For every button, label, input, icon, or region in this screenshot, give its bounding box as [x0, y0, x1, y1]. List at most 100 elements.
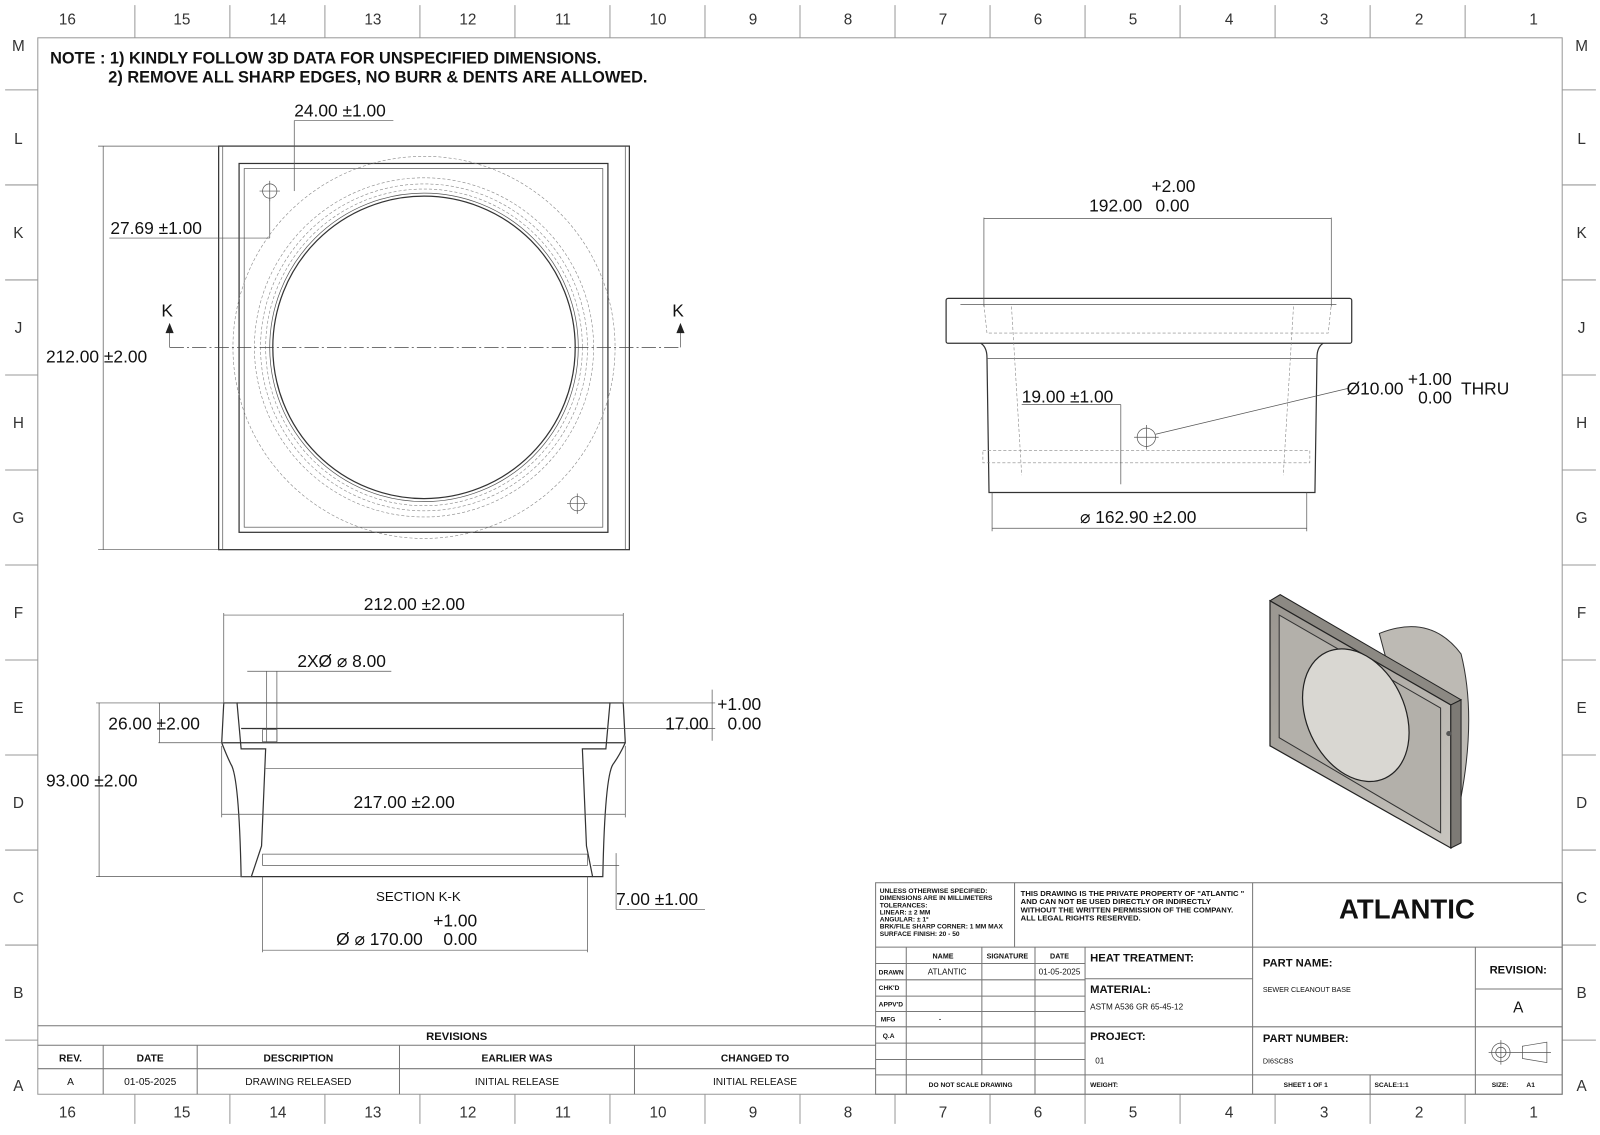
zone-label: L: [1577, 131, 1586, 148]
sign-role: APPV'D: [879, 1001, 904, 1008]
hole-callout-suffix: THRU: [1461, 378, 1509, 398]
rev-cell: A: [67, 1077, 74, 1088]
drawn-by-name: ATLANTIC: [928, 968, 967, 977]
dim-bore-tol-upper: +1.00: [433, 911, 477, 931]
weight-label: WEIGHT:: [1090, 1082, 1118, 1089]
zone-label: E: [13, 700, 23, 717]
rev-cell: 01-05-2025: [124, 1077, 177, 1088]
zone-label: 14: [269, 12, 287, 29]
zone-label: 14: [269, 1105, 287, 1122]
rev-cell: INITIAL RELEASE: [713, 1077, 797, 1088]
revisions-table: REVISIONS REV. DATE DESCRIPTION EARLIER …: [37, 1025, 876, 1095]
rev-header-rev: REV.: [59, 1054, 82, 1065]
title-block: UNLESS OTHERWISE SPECIFIED: DIMENSIONS A…: [875, 882, 1563, 1095]
tolerance-line: UNLESS OTHERWISE SPECIFIED:: [880, 888, 988, 895]
zone-label: E: [1576, 700, 1586, 717]
drawn-date: 01-05-2025: [1039, 968, 1081, 977]
zone-label: F: [14, 605, 23, 622]
rev-cell: DRAWING RELEASED: [245, 1077, 351, 1088]
sign-header-signature: SIGNATURE: [987, 952, 1029, 960]
zone-label: 16: [59, 12, 76, 29]
dim-recess-tol-lower: 0.00: [727, 713, 761, 733]
dim-top-width: 192.00: [1089, 195, 1142, 215]
dim-section-width: 212.00 ±2.00: [364, 594, 465, 614]
isometric-view: [1268, 594, 1470, 850]
zone-label: H: [1576, 415, 1587, 432]
dim-bore: Ø ⌀ 170.00: [336, 929, 423, 949]
material-value: ASTM A536 GR 65-45-12: [1090, 1002, 1183, 1011]
zone-label: 12: [459, 12, 476, 29]
zone-label: 8: [844, 1105, 853, 1122]
zone-label: 8: [844, 12, 853, 29]
zone-columns-bottom: 16 15 14 13 12 11 10 9 8 7 6 5 4 3 2 1: [59, 1105, 1538, 1122]
notice-line: AND CAN NOT BE USED DIRECTLY OR INDIRECT…: [1021, 897, 1211, 906]
company-logo: ATLANTIC: [1339, 894, 1475, 925]
hole-callout: Ø10.00: [1347, 378, 1404, 398]
zone-label: H: [13, 415, 24, 432]
notice-line: ALL LEGAL RIGHTS RESERVED.: [1021, 914, 1141, 923]
sign-role: DRAWN: [879, 970, 904, 977]
zone-label: G: [12, 510, 24, 527]
zone-label: K: [13, 225, 24, 242]
table-row: A 01-05-2025 DRAWING RELEASED INITIAL RE…: [67, 1077, 797, 1088]
zone-label: B: [1576, 985, 1586, 1002]
zone-label: C: [13, 890, 24, 907]
zone-label: 10: [649, 12, 666, 29]
mount-hole-icon: [259, 180, 280, 202]
tolerance-line: DIMENSIONS ARE IN MILLIMETERS: [880, 895, 993, 902]
zone-label: 15: [173, 1105, 190, 1122]
sign-role: Q.A: [883, 1033, 895, 1040]
zone-label: C: [1576, 890, 1587, 907]
sign-role: MFG: [881, 1017, 896, 1024]
top-view: K K 24.00 ±1.00 27.69 ±1.00 212.00 ±2.00: [46, 100, 685, 551]
zone-label: 4: [1225, 12, 1234, 29]
zone-label: 16: [59, 1105, 76, 1122]
zone-label: A: [1576, 1078, 1587, 1095]
dim-overall-height: 212.00 ±2.00: [46, 347, 147, 367]
zone-label: 2: [1415, 1105, 1424, 1122]
dim-top-width-tol-upper: +2.00: [1151, 176, 1195, 196]
zone-label: K: [1576, 225, 1587, 242]
dim-total-height: 93.00 ±2.00: [46, 771, 138, 791]
side-hole-icon: [1134, 425, 1159, 450]
zone-label: J: [15, 320, 23, 337]
front-view: 192.00 +2.00 0.00 19.00 ±1.00 Ø10.00 +1.…: [945, 176, 1509, 532]
mount-hole-icon: [567, 493, 588, 514]
hole-callout-tol-lower: 0.00: [1418, 388, 1452, 408]
revisions-title: REVISIONS: [426, 1031, 488, 1043]
zone-label: 13: [364, 12, 381, 29]
rev-header-changed-to: CHANGED TO: [721, 1054, 789, 1065]
tolerance-line: TOLERANCES:: [880, 902, 928, 909]
revision-value: A: [1513, 1000, 1524, 1017]
dim-groove: 7.00 ±1.00: [616, 889, 698, 909]
section-title: SECTION K-K: [376, 889, 461, 904]
zone-label: 1: [1529, 1105, 1538, 1122]
project-label: PROJECT:: [1090, 1031, 1145, 1043]
dim-outer-diameter: ⌀ 162.90 ±2.00: [1080, 507, 1197, 527]
sign-role: CHK'D: [879, 985, 900, 992]
zone-label: 11: [555, 12, 571, 29]
drawing-notes: NOTE : 1) KINDLY FOLLOW 3D DATA FOR UNSP…: [50, 49, 647, 86]
zone-label: 10: [649, 1105, 666, 1122]
note-line-2: 2) REMOVE ALL SHARP EDGES, NO BURR & DEN…: [108, 69, 647, 87]
rev-header-date: DATE: [137, 1054, 164, 1065]
part-number-label: PART NUMBER:: [1263, 1033, 1349, 1045]
zone-label: F: [1577, 605, 1586, 622]
dim-recess-depth: 17.00: [665, 713, 708, 733]
part-name-label: PART NAME:: [1263, 958, 1333, 970]
tolerance-line: BRK/FILE SHARP CORNER: 1 MM MAX: [880, 924, 1004, 931]
sheet-count: SHEET 1 OF 1: [1284, 1082, 1328, 1089]
zone-columns-top: 16 15 14 13 12 11 10 9 8 7 6 5 4 3 2 1: [59, 12, 1538, 29]
material-label: MATERIAL:: [1090, 984, 1151, 996]
dim-hole-offset-y: 24.00 ±1.00: [294, 100, 386, 120]
zone-label: 6: [1034, 12, 1043, 29]
note-line-1: NOTE : 1) KINDLY FOLLOW 3D DATA FOR UNSP…: [50, 49, 601, 67]
do-not-scale-note: DO NOT SCALE DRAWING: [929, 1082, 1013, 1089]
zone-label: 11: [555, 1105, 571, 1122]
sign-header-date: DATE: [1050, 952, 1069, 960]
zone-label: A: [13, 1078, 24, 1095]
zone-label: 5: [1129, 12, 1138, 29]
tolerance-line: SURFACE FINISH: 20 - 50: [880, 931, 960, 938]
zone-label: 9: [749, 12, 758, 29]
zone-label: J: [1578, 320, 1586, 337]
